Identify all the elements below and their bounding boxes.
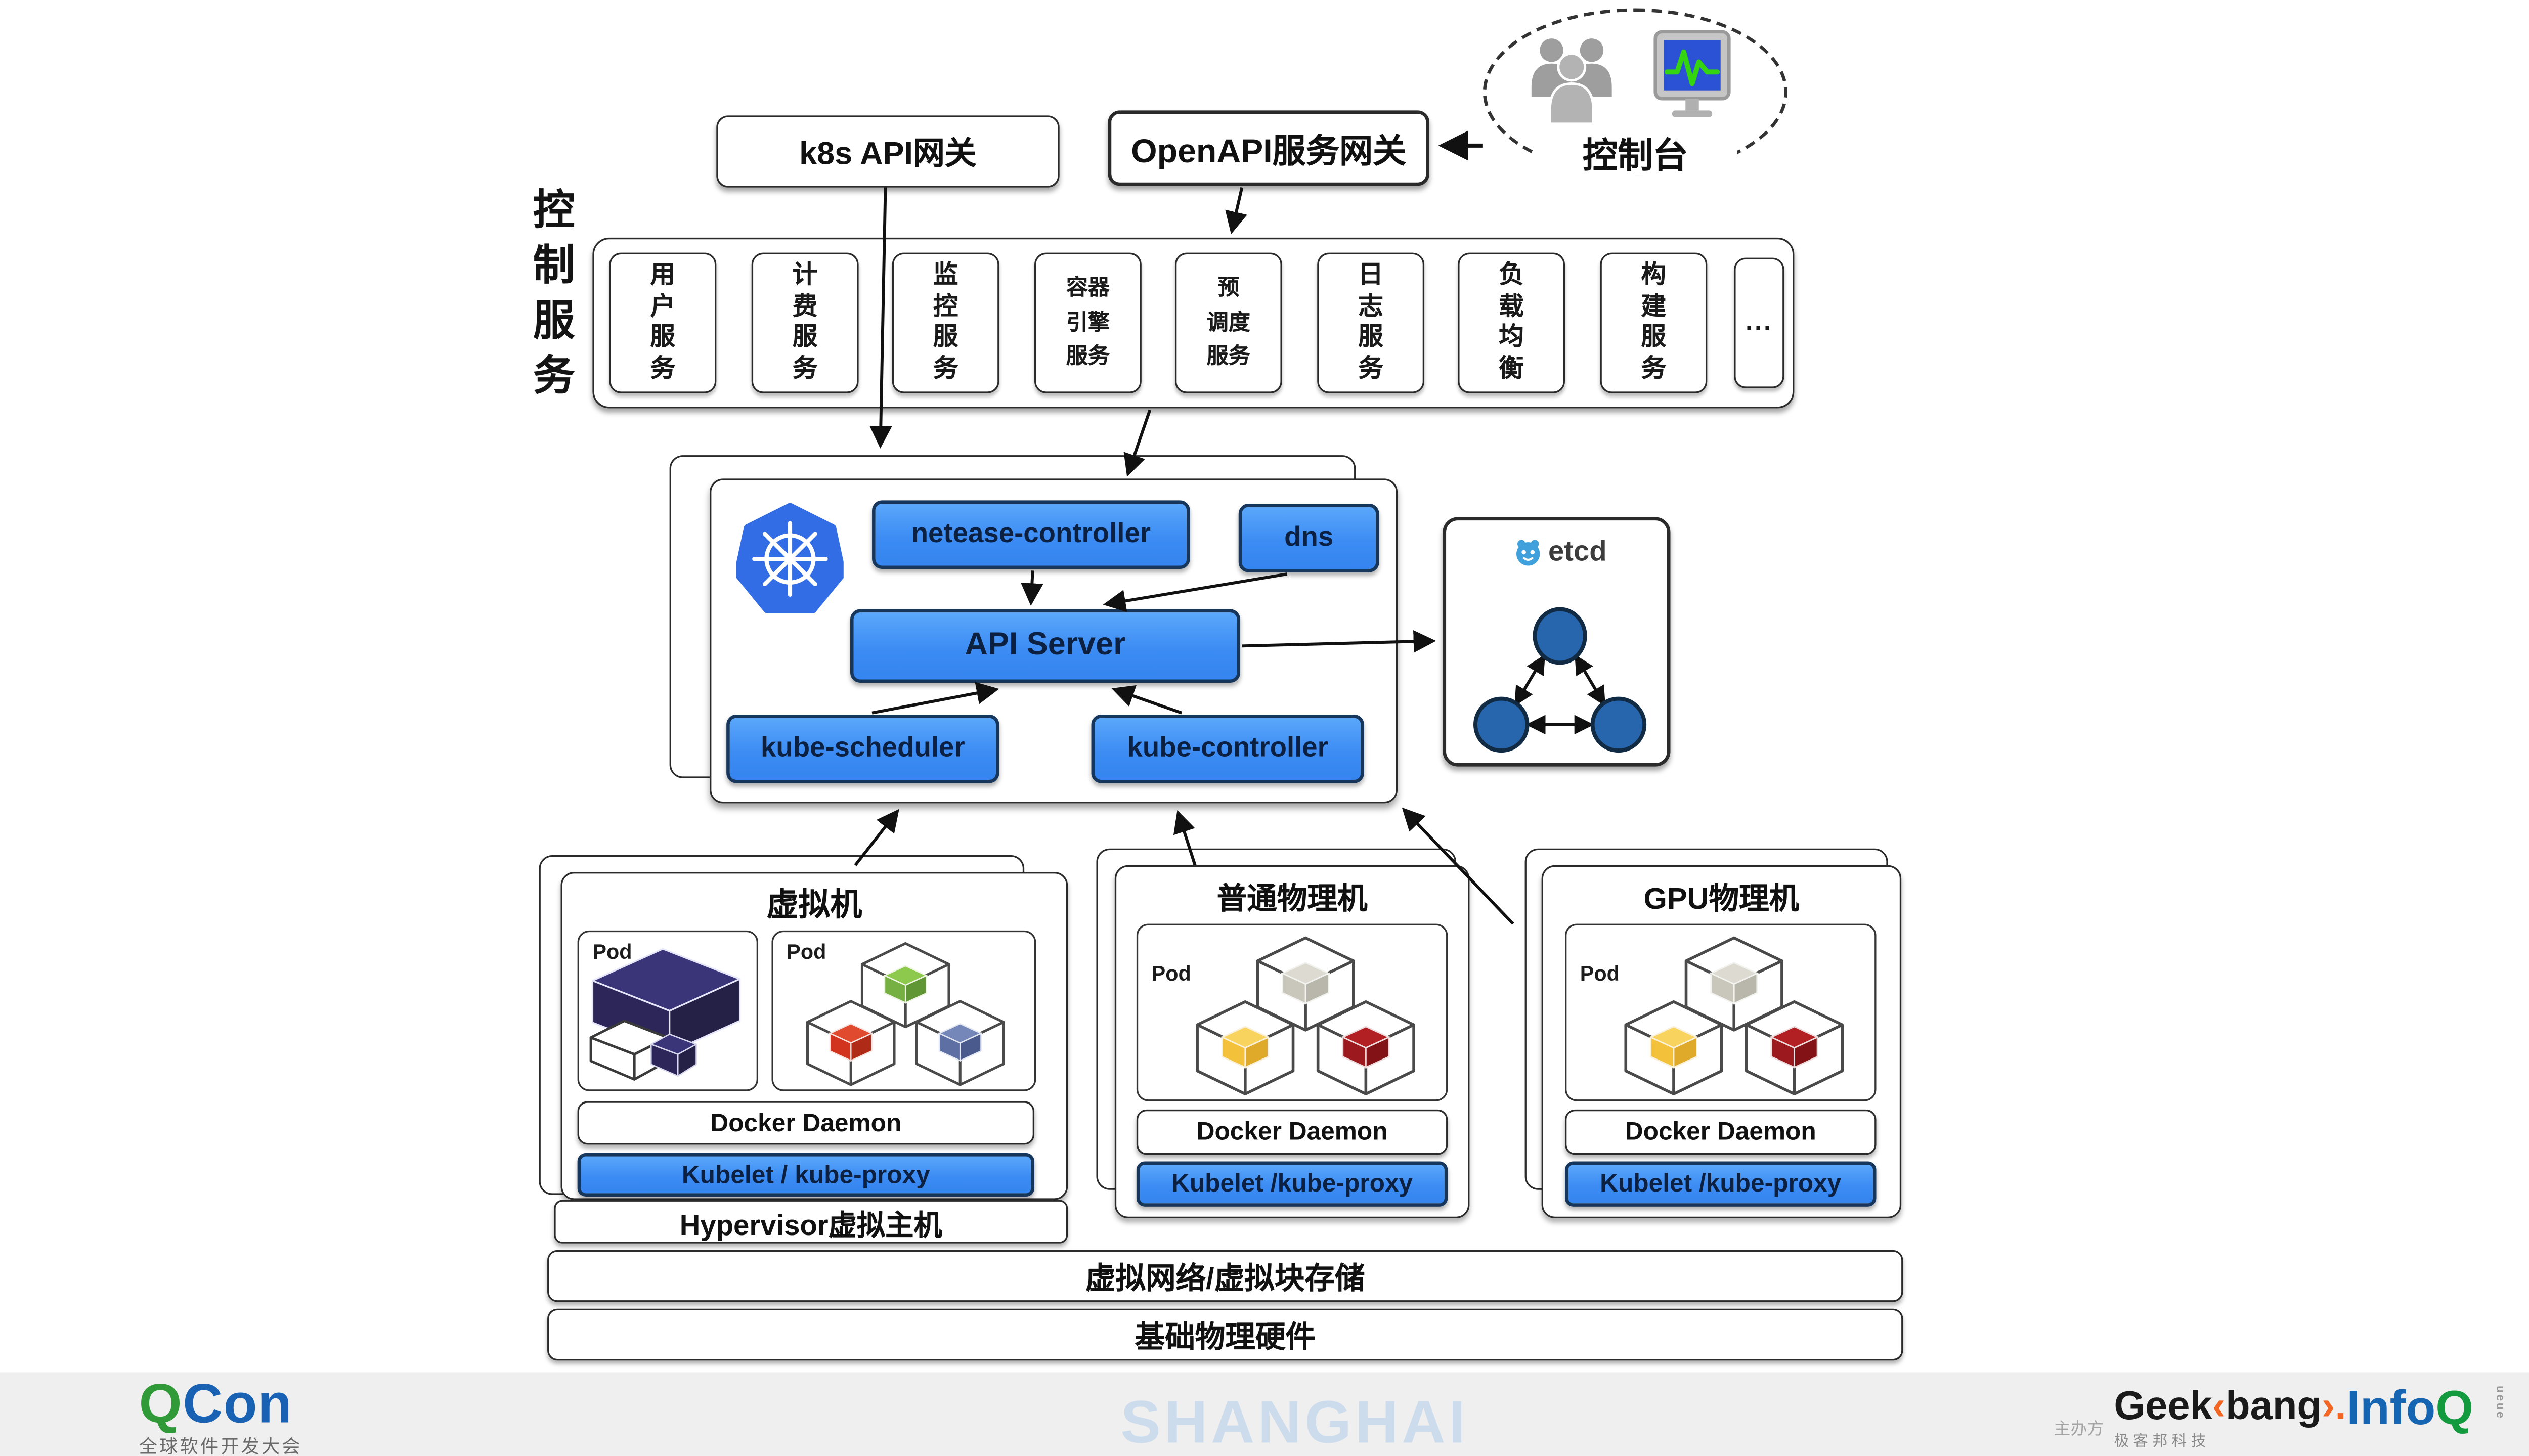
geekbang-subtitle: 极客邦科技 bbox=[2114, 1432, 2210, 1449]
k8s-api-gateway-label: k8s API网关 bbox=[799, 137, 977, 172]
control-services-side-label: 控 制 服 务 bbox=[533, 187, 575, 400]
monitor-icon bbox=[1653, 30, 1731, 117]
shanghai-watermark: SHANGHAI bbox=[1120, 1387, 1469, 1456]
physical-kubelet-bar: Kubelet /kube-proxy bbox=[1136, 1161, 1448, 1207]
kube-scheduler-node: kube-scheduler bbox=[726, 714, 999, 783]
vm-pod1: Pod bbox=[577, 930, 759, 1091]
vm-pod1-cubes bbox=[589, 948, 741, 1081]
console-group: 控制台 bbox=[1482, 8, 1788, 176]
k8s-api-gateway-node: k8s API网关 bbox=[716, 115, 1060, 188]
vm-pod2-cubes bbox=[806, 942, 1005, 1086]
physical-docker-daemon-bar: Docker Daemon bbox=[1136, 1109, 1448, 1155]
qcon-wordmark: QCon bbox=[139, 1372, 293, 1434]
physical-pod: Pod bbox=[1136, 923, 1448, 1101]
vm-title: 虚拟机 bbox=[766, 889, 862, 924]
qcon-logo: QCon 全球软件开发大会 bbox=[139, 1372, 302, 1456]
etcd-panel: etcd bbox=[1443, 517, 1671, 767]
gpu-kubelet-bar: Kubelet /kube-proxy bbox=[1565, 1161, 1877, 1207]
vm-docker-daemon-bar: Docker Daemon bbox=[577, 1101, 1035, 1145]
netease-controller-node: netease-controller bbox=[872, 500, 1190, 569]
virtual-network-storage-bar: 虚拟网络/虚拟块存储 bbox=[547, 1250, 1903, 1302]
openapi-gateway-label: OpenAPI服务网关 bbox=[1131, 134, 1407, 171]
service-box-billing: 计 费 服 务 bbox=[751, 252, 859, 393]
physical-title: 普通物理机 bbox=[1216, 881, 1368, 916]
dns-node: dns bbox=[1238, 504, 1379, 572]
vm-kubelet-bar: Kubelet / kube-proxy bbox=[577, 1153, 1035, 1197]
console-label: 控制台 bbox=[1533, 132, 1737, 176]
api-server-node: API Server bbox=[850, 609, 1241, 683]
gpu-title: GPU物理机 bbox=[1643, 881, 1800, 916]
qcon-subtitle: 全球软件开发大会 bbox=[139, 1437, 302, 1456]
etcd-cluster-graphic bbox=[1473, 607, 1647, 753]
service-box-logging: 日 志 服 务 bbox=[1317, 252, 1425, 393]
gpu-docker-daemon-bar: Docker Daemon bbox=[1565, 1109, 1877, 1155]
gpu-pod-cubes bbox=[1624, 936, 1844, 1095]
users-icon bbox=[1531, 38, 1612, 125]
kube-controller-node: kube-controller bbox=[1091, 714, 1364, 783]
openapi-gateway-node: OpenAPI服务网关 bbox=[1108, 110, 1429, 186]
service-box-more: ... bbox=[1734, 257, 1784, 388]
etcd-logo: etcd bbox=[1446, 536, 1674, 569]
service-box-container-engine: 容器 引擎 服务 bbox=[1034, 252, 1142, 393]
host-label: 主办方 bbox=[2054, 1421, 2104, 1439]
physical-hardware-bar: 基础物理硬件 bbox=[547, 1308, 1903, 1361]
kubernetes-logo-icon bbox=[736, 503, 844, 613]
service-box-load-balancing: 负 载 均 衡 bbox=[1458, 252, 1565, 393]
geekbang-logo: Geek‹bang›. 极客邦科技 bbox=[2114, 1384, 2346, 1451]
service-box-pre-scheduling: 预 调度 服务 bbox=[1174, 252, 1282, 393]
service-box-monitoring: 监 控 服 务 bbox=[892, 252, 999, 393]
etcd-icon bbox=[1516, 540, 1540, 566]
geekbang-wordmark: Geek‹bang›. bbox=[2114, 1384, 2346, 1429]
service-box-user: 用 户 服 务 bbox=[609, 252, 717, 393]
gpu-pod: Pod bbox=[1565, 923, 1877, 1101]
service-box-build: 构 建 服 务 bbox=[1600, 252, 1708, 393]
footer-band: QCon 全球软件开发大会 SHANGHAI 主办方 Geek‹bang›. 极… bbox=[0, 1372, 2529, 1456]
physical-pod-cubes bbox=[1196, 936, 1415, 1095]
infoq-vertical-text: ueue bbox=[2493, 1385, 2505, 1420]
hypervisor-bar: Hypervisor虚拟主机 bbox=[554, 1200, 1068, 1244]
vm-pod2: Pod bbox=[771, 930, 1036, 1091]
